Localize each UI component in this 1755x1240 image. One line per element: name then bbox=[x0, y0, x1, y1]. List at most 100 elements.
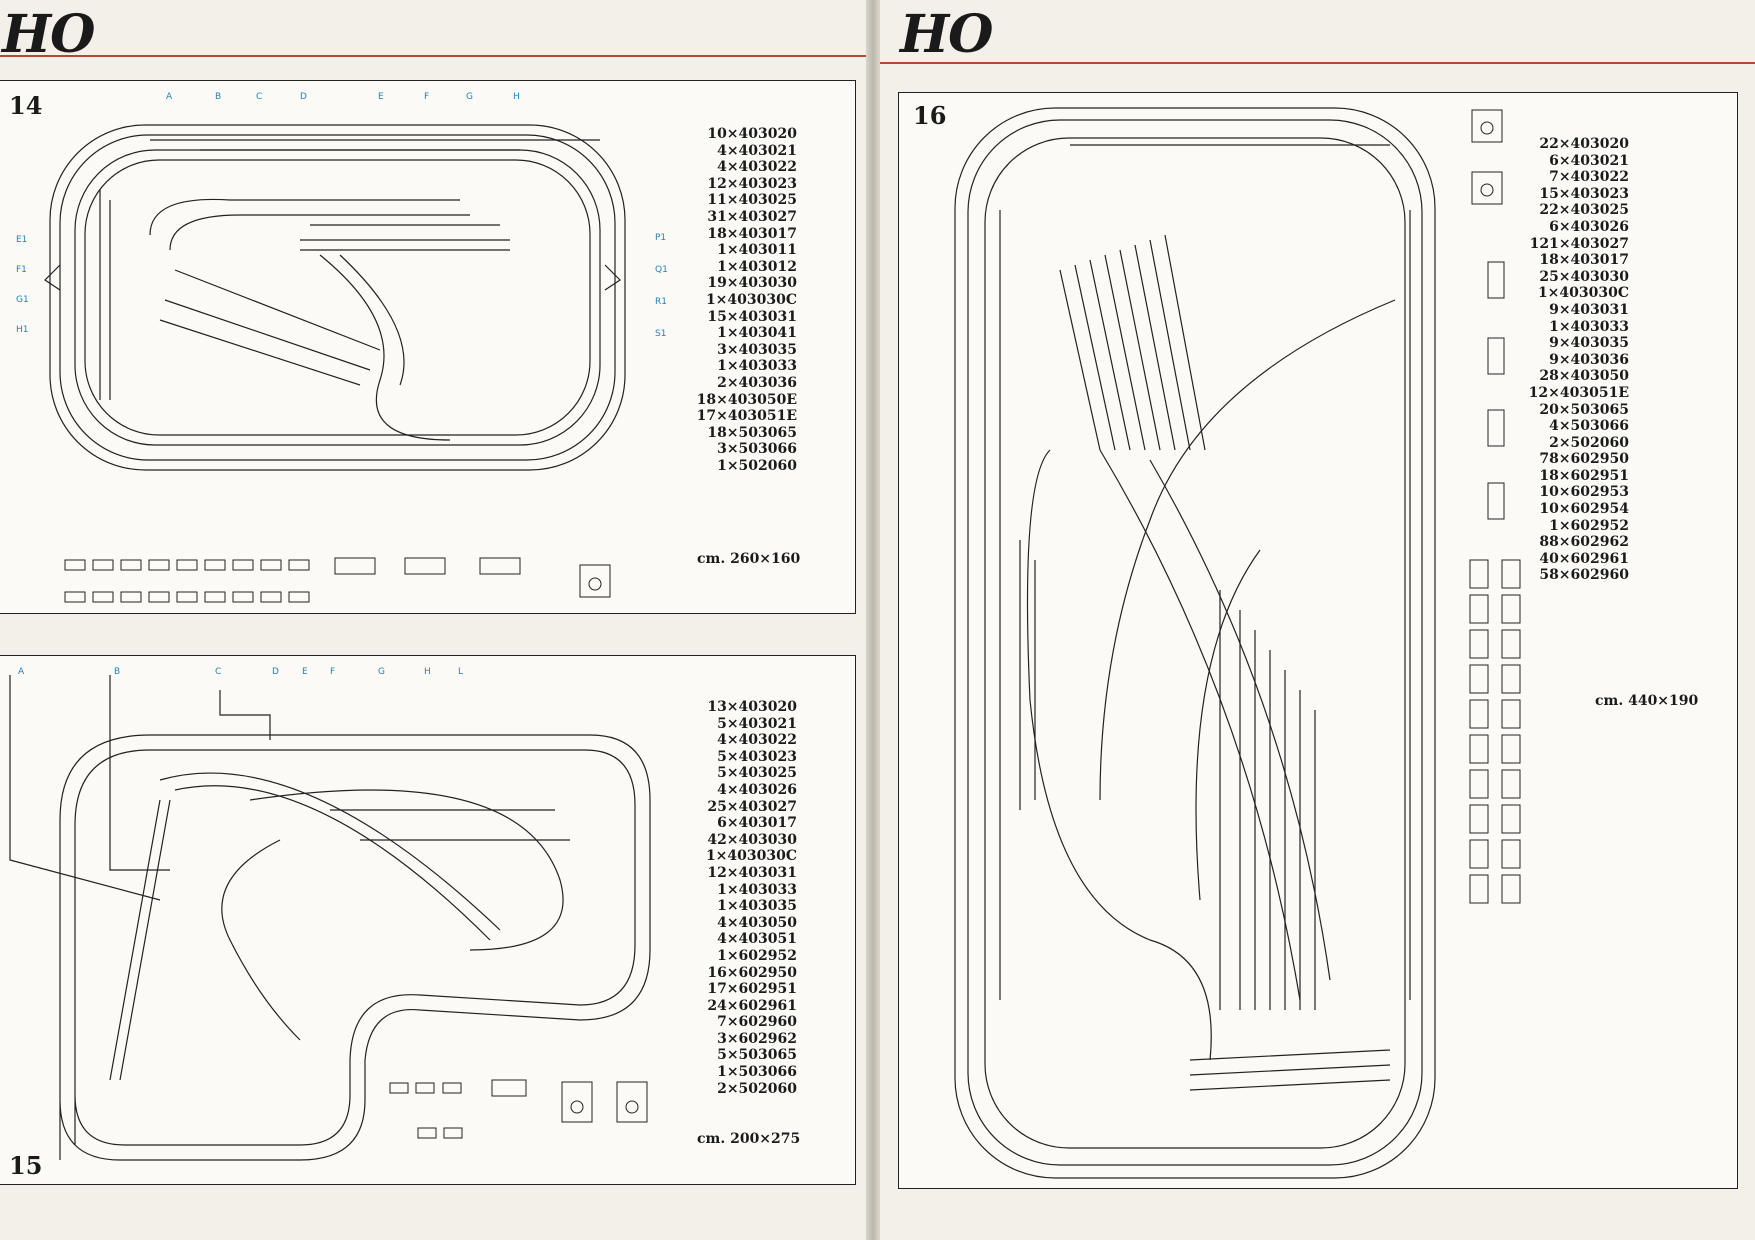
page-gutter bbox=[866, 0, 880, 1240]
part-line: 1×503066 bbox=[717, 1064, 797, 1081]
part-line: 5×403025 bbox=[717, 765, 797, 782]
layout-15-track-plan bbox=[9, 675, 651, 1161]
layout-15-label-l: L bbox=[458, 667, 464, 677]
layout-14-label-a: A bbox=[166, 92, 173, 102]
layout-15-label-e: E bbox=[302, 667, 308, 677]
part-line: 5×403021 bbox=[717, 715, 797, 732]
part-line: 22×403025 bbox=[1539, 202, 1629, 219]
part-line: 1×403030C bbox=[1537, 285, 1629, 302]
layout-14-label-c: C bbox=[256, 92, 263, 102]
layout-15-label-d: D bbox=[272, 667, 279, 677]
layout-14-label-b: B bbox=[215, 92, 222, 102]
part-line: 1×403011 bbox=[717, 242, 797, 259]
part-line: 3×503066 bbox=[717, 441, 797, 458]
part-line: 121×403027 bbox=[1529, 235, 1629, 252]
layout-16-dimensions: cm. 440×190 bbox=[1595, 693, 1699, 709]
layout-16-track-plan bbox=[954, 107, 1436, 1179]
part-line: 1×403035 bbox=[717, 898, 797, 915]
part-line: 9×403036 bbox=[1549, 351, 1629, 368]
part-line: 78×602950 bbox=[1539, 451, 1629, 468]
part-line: 42×403030 bbox=[707, 831, 797, 848]
part-line: 88×602962 bbox=[1539, 534, 1629, 551]
part-line: 11×403025 bbox=[707, 192, 797, 209]
layout-14-side-label-g1: G1 bbox=[16, 295, 29, 305]
part-line: 18×403050E bbox=[696, 391, 797, 408]
layout-15-control-boxes bbox=[389, 1079, 648, 1139]
part-line: 1×403030C bbox=[705, 291, 797, 308]
part-line: 17×403051E bbox=[696, 408, 797, 425]
layout-16-control-boxes bbox=[1469, 109, 1521, 904]
layout-14-right-label-p1: P1 bbox=[655, 233, 667, 243]
layout-15-label-a: A bbox=[18, 667, 25, 677]
part-line: 9×403035 bbox=[1549, 335, 1629, 352]
layout-14-label-h: H bbox=[513, 92, 520, 102]
part-line: 10×403020 bbox=[707, 126, 797, 142]
layout-15-number: 15 bbox=[9, 1151, 43, 1180]
layout-15-label-f: F bbox=[330, 667, 336, 677]
part-line: 5×503065 bbox=[717, 1047, 797, 1064]
left-header-rule bbox=[0, 55, 866, 57]
part-line: 7×602960 bbox=[717, 1014, 797, 1031]
right-header-rule bbox=[880, 62, 1755, 64]
part-line: 18×403017 bbox=[707, 225, 797, 242]
layout-14-label-f: F bbox=[424, 92, 430, 102]
part-line: 3×602962 bbox=[717, 1030, 797, 1047]
layout-16-number: 16 bbox=[913, 101, 947, 130]
layout-15-dimensions: cm. 200×275 bbox=[697, 1131, 801, 1147]
part-line: 12×403031 bbox=[707, 864, 797, 881]
layout-14-label-e: E bbox=[378, 92, 384, 102]
part-line: 5×403023 bbox=[717, 748, 797, 765]
part-line: 9×403031 bbox=[1549, 301, 1629, 318]
part-line: 25×403030 bbox=[1539, 268, 1629, 285]
part-line: 12×403023 bbox=[707, 175, 797, 192]
part-line: 4×403021 bbox=[717, 142, 797, 159]
layout-14-side-label-h1: H1 bbox=[16, 325, 29, 335]
part-line: 58×602960 bbox=[1539, 567, 1629, 584]
part-line: 3×403035 bbox=[717, 341, 797, 358]
part-line: 28×403050 bbox=[1539, 368, 1629, 385]
part-line: 1×602952 bbox=[717, 947, 797, 964]
part-line: 10×602953 bbox=[1539, 484, 1629, 501]
part-line: 1×502060 bbox=[717, 457, 797, 474]
layout-14-number: 14 bbox=[9, 91, 43, 120]
part-line: 10×602954 bbox=[1539, 501, 1629, 518]
layout-14-dimensions: cm. 260×160 bbox=[697, 551, 801, 567]
part-line: 4×503066 bbox=[1549, 418, 1629, 435]
part-line: 1×403030C bbox=[705, 848, 797, 865]
layout-14-right-label-r1: R1 bbox=[655, 297, 667, 307]
layout-14-side-label-f1: F1 bbox=[16, 265, 27, 275]
part-line: 15×403023 bbox=[1539, 185, 1629, 202]
part-line: 12×403051E bbox=[1528, 384, 1629, 401]
part-line: 40×602961 bbox=[1539, 550, 1629, 567]
part-line: 22×403020 bbox=[1539, 136, 1629, 152]
part-line: 7×403022 bbox=[1549, 169, 1629, 186]
part-line: 1×403041 bbox=[717, 325, 797, 342]
layout-15-label-g: G bbox=[378, 667, 385, 677]
part-line: 20×503065 bbox=[1539, 401, 1629, 418]
part-line: 2×403036 bbox=[717, 374, 797, 391]
part-line: 4×403051 bbox=[717, 931, 797, 948]
layout-15-label-h: H bbox=[424, 667, 431, 677]
layout-14-label-g: G bbox=[466, 92, 473, 102]
part-line: 13×403020 bbox=[707, 699, 797, 715]
part-line: 6×403026 bbox=[1549, 218, 1629, 235]
layout-14-label-d: D bbox=[300, 92, 307, 102]
part-line: 18×503065 bbox=[707, 424, 797, 441]
part-line: 17×602951 bbox=[707, 981, 797, 998]
part-line: 18×403017 bbox=[1539, 252, 1629, 269]
part-line: 1×602952 bbox=[1549, 517, 1629, 534]
layout-14-side-label-e1: E1 bbox=[16, 235, 28, 245]
part-line: 4×403022 bbox=[717, 159, 797, 176]
layout-14-control-boxes bbox=[64, 557, 611, 603]
part-line: 16×602950 bbox=[707, 964, 797, 981]
part-line: 24×602961 bbox=[707, 997, 797, 1014]
part-line: 1×403033 bbox=[717, 358, 797, 375]
part-line: 6×403021 bbox=[1549, 152, 1629, 169]
part-line: 31×403027 bbox=[707, 208, 797, 225]
